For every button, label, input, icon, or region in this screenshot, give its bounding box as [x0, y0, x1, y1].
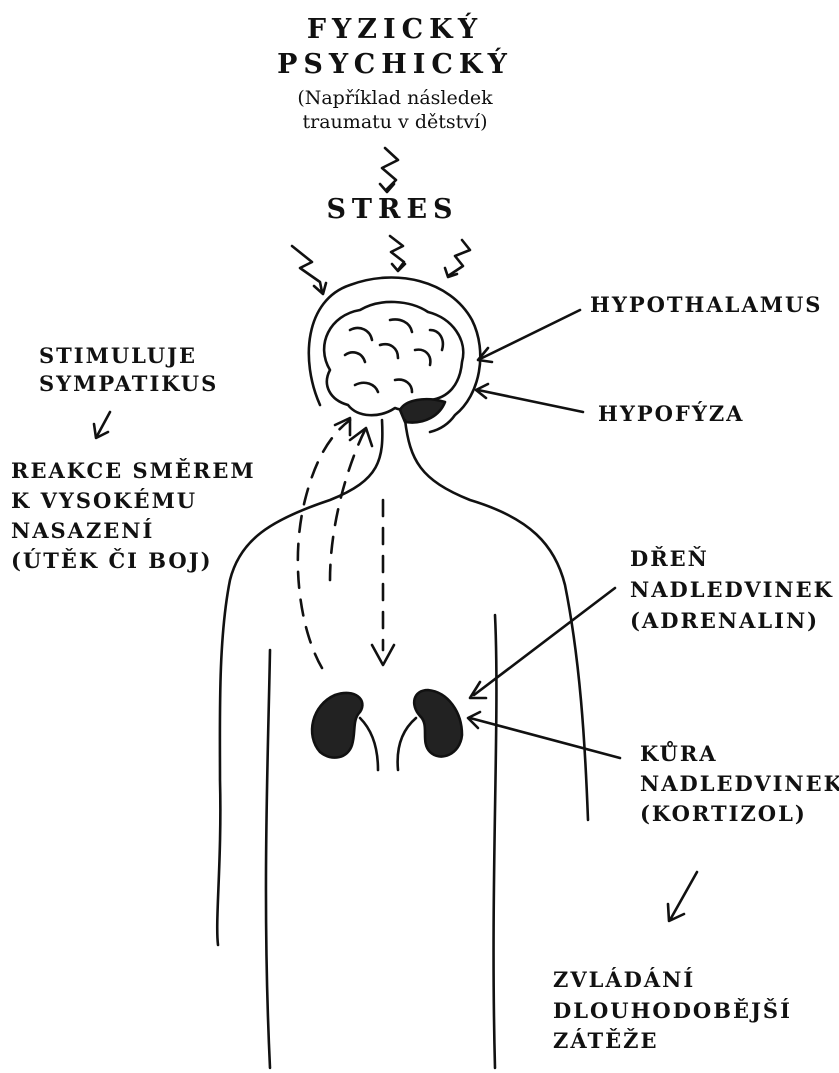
- hypothalamus-label: HYPOTHALAMUS: [590, 289, 822, 320]
- arrow-icon-hypofyza: [478, 390, 583, 412]
- kura-line1: KŮRA: [640, 738, 718, 769]
- reakce-line4: (ÚTĚK ČI BOJ): [11, 545, 213, 576]
- kidney-icon-left: [312, 693, 362, 758]
- reakce-line3: NASAZENÍ: [11, 515, 154, 546]
- stimuluje-line1: STIMULUJE: [39, 340, 197, 371]
- kura-line3: (KORTIZOL): [640, 798, 807, 829]
- stimuluje-line2: SYMPATIKUS: [39, 368, 218, 399]
- lightning-icon-left: [292, 246, 326, 294]
- zvladani-line1: ZVLÁDÁNÍ: [553, 964, 695, 995]
- top-label-fyzicky: FYZICKÝ: [280, 10, 510, 50]
- top-label-psychicky: PSYCHICKÝ: [270, 45, 520, 85]
- arrow-icon-hypothalamus: [482, 310, 580, 358]
- dren-line3: (ADRENALIN): [630, 605, 819, 636]
- top-note-line1: (Například následek: [270, 85, 520, 111]
- torso-outline: [217, 420, 382, 945]
- top-note-line2: traumatu v dětství): [270, 109, 520, 135]
- lightning-icon-top: [380, 148, 398, 192]
- zvladani-line2: DLOUHODOBĚJŠÍ: [553, 995, 792, 1026]
- reakce-line2: K VYSOKÉMU: [11, 485, 197, 516]
- hypofyza-label: HYPOFÝZA: [598, 398, 744, 429]
- arrow-icon-kura: [470, 718, 620, 758]
- reakce-line1: REAKCE SMĚREM: [11, 455, 256, 486]
- lightning-icon-mid: [390, 236, 405, 271]
- zvladani-line3: ZÁTĚŽE: [553, 1025, 658, 1056]
- stres-label: STRES: [300, 190, 485, 230]
- lightning-icon-right: [445, 240, 470, 277]
- dren-line2: NADLEDVINEK: [630, 574, 834, 605]
- kura-line2: NADLEDVINEK: [640, 768, 839, 799]
- kidney-icon-right: [414, 690, 462, 757]
- sympathetic-pathway: [298, 420, 350, 668]
- dren-line1: DŘEŇ: [630, 543, 709, 574]
